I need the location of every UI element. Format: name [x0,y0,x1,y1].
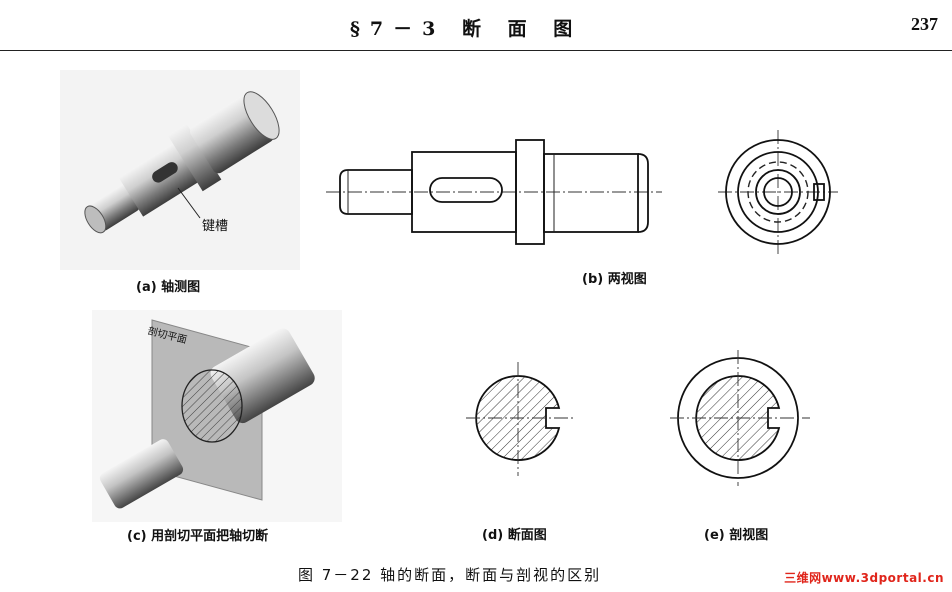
caption-c: (c) 用剖切平面把轴切断 [127,529,269,544]
section-face [181,369,243,443]
figure-d-section-view [466,362,574,476]
caption-d: (d) 断面图 [482,528,547,543]
figure-caption: 图 7－22 轴的断面，断面与剖视的区别 [298,566,602,584]
caption-b: (b) 两视图 [582,272,647,287]
figure-e-sectional-view [670,350,810,486]
watermark: 三维网www.3dportal.cn [784,571,944,585]
caption-e: (e) 剖视图 [704,528,769,543]
header-divider [0,50,952,51]
figure-a-shaft-axonometric [60,70,300,270]
keyway-callout-label: 键槽 [202,219,229,234]
keyway-slot [429,177,503,203]
figure-c-cutting-plane [92,310,342,522]
caption-a: (a) 轴测图 [136,280,201,295]
page-number: 237 [911,14,938,34]
running-header-title: §7－3 断 面 图 [350,18,583,40]
figure-b-end-view [718,130,838,254]
figure-b-two-views [326,139,662,245]
